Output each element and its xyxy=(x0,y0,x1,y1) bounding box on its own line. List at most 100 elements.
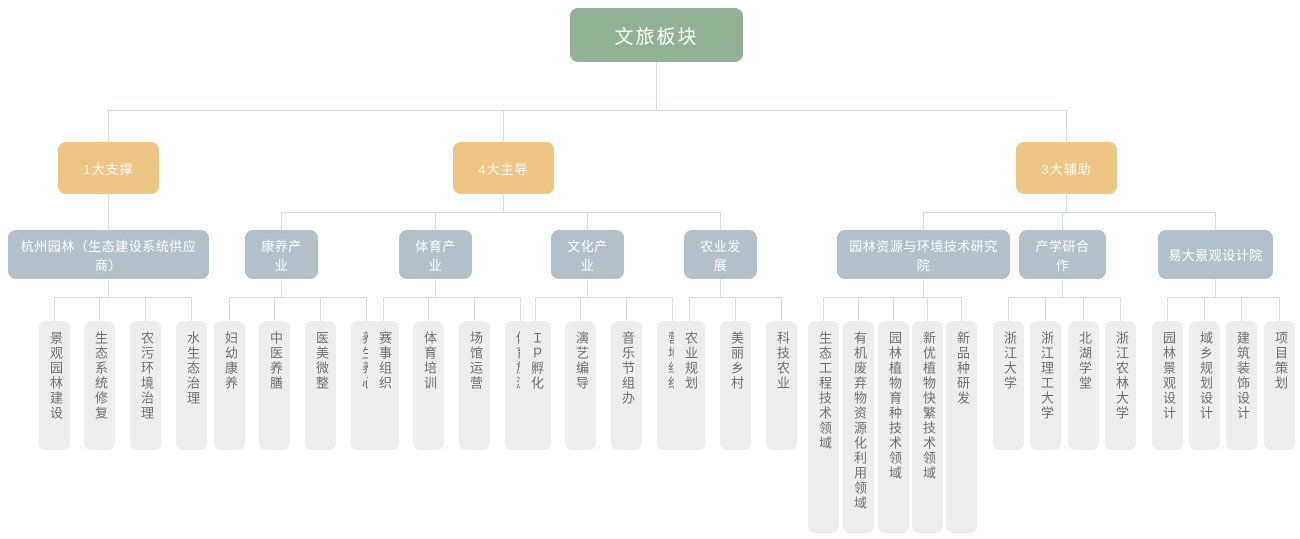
connector-cxy-stem xyxy=(1062,279,1063,297)
connector-ny-drop-2 xyxy=(735,297,736,321)
connector-ty-drop-2 xyxy=(428,297,429,321)
leaf-youji-feiqiwu-ziyuanhua[interactable]: 有机废弃物资源化利用领域 xyxy=(843,321,874,533)
connector-ky-stem xyxy=(281,279,282,297)
connector-yl-bus xyxy=(823,297,961,298)
connector-cxy-drop-3 xyxy=(1083,297,1084,321)
connector-level2-drop-2 xyxy=(503,110,504,142)
leaf-zhejiang-ligong-daxue[interactable]: 浙江理工大学 xyxy=(1030,321,1061,450)
connector-ty-drop-3 xyxy=(474,297,475,321)
connector-yl-drop-5 xyxy=(961,297,962,321)
connector-level2-bus xyxy=(108,110,1066,111)
connector-wh-bus xyxy=(535,297,672,298)
connector-wh-stem xyxy=(587,279,588,297)
connector-g2-bus xyxy=(281,212,720,213)
connector-yl-drop-1 xyxy=(823,297,824,321)
leaf-yuanlin-jingguan-sheji[interactable]: 园林景观设计 xyxy=(1152,321,1183,450)
connector-cxy-drop-1 xyxy=(1008,297,1009,321)
connector-ty-drop-4 xyxy=(520,297,521,321)
leaf-shengtai-xitong-xiufu[interactable]: 生态系统修复 xyxy=(84,321,115,450)
connector-cxy-drop-2 xyxy=(1045,297,1046,321)
connector-yd-drop-3 xyxy=(1241,297,1242,321)
connector-g2-drop-1 xyxy=(281,212,282,230)
node-level2-4da-zhudao[interactable]: 4大主导 xyxy=(453,142,554,194)
node-level3-nongye-fazhan[interactable]: 农业发展 xyxy=(684,230,757,279)
connector-wh-drop-4 xyxy=(672,297,673,321)
connector-g2-stem xyxy=(503,194,504,212)
connector-g3-drop-3 xyxy=(1215,212,1216,230)
leaf-xiangmu-cehua[interactable]: 项目策划 xyxy=(1264,321,1295,450)
connector-yd-drop-2 xyxy=(1204,297,1205,321)
leaf-changguan-yunying[interactable]: 场馆运营 xyxy=(459,321,490,450)
connector-g1-stem xyxy=(108,194,109,230)
leaf-yuxiang-guihua-sheji[interactable]: 域乡规划设计 xyxy=(1189,321,1220,450)
node-level2-1da-zhicheng[interactable]: 1大支撑 xyxy=(58,142,159,194)
connector-ty-stem xyxy=(435,279,436,297)
leaf-tiyu-peixun[interactable]: 体育培训 xyxy=(413,321,444,450)
connector-hz-drop-3 xyxy=(145,297,146,321)
leaf-shui-shengtai-zhili[interactable]: 水生态治理 xyxy=(176,321,207,450)
leaf-jingguan-yuanlin-jianshe[interactable]: 景观园林建设 xyxy=(39,321,70,450)
leaf-nongwu-huanjing-zhili[interactable]: 农污环境治理 xyxy=(130,321,161,450)
connector-yl-drop-4 xyxy=(927,297,928,321)
connector-g3-bus xyxy=(923,212,1215,213)
connector-yd-stem xyxy=(1215,279,1216,297)
connector-ny-stem xyxy=(720,279,721,297)
connector-ny-drop-3 xyxy=(781,297,782,321)
connector-yd-drop-1 xyxy=(1167,297,1168,321)
node-level3-yida-sheji-yuan[interactable]: 易大景观设计院 xyxy=(1158,230,1273,279)
connector-hz-drop-2 xyxy=(99,297,100,321)
node-level3-wenhua-chanye[interactable]: 文化产业 xyxy=(551,230,624,279)
node-root-wenlv[interactable]: 文旅板块 xyxy=(570,8,743,62)
connector-level2-drop-3 xyxy=(1066,110,1067,142)
leaf-zhongyi-yangshan[interactable]: 中医养膳 xyxy=(259,321,290,450)
node-level3-kangyang-chanye[interactable]: 康养产业 xyxy=(245,230,318,279)
connector-cxy-drop-4 xyxy=(1120,297,1121,321)
connector-ty-drop-1 xyxy=(383,297,384,321)
leaf-saishi-zuzhi[interactable]: 赛事组织 xyxy=(368,321,399,450)
connector-wh-drop-3 xyxy=(626,297,627,321)
node-level2-3da-fuzhu[interactable]: 3大辅助 xyxy=(1016,142,1117,194)
connector-yl-drop-3 xyxy=(893,297,894,321)
connector-ny-drop-1 xyxy=(689,297,690,321)
leaf-fuyou-kangyang[interactable]: 妇幼康养 xyxy=(214,321,245,450)
connector-ky-drop-3 xyxy=(320,297,321,321)
connector-g3-drop-1 xyxy=(923,212,924,230)
leaf-yanyi-biandao[interactable]: 演艺编导 xyxy=(565,321,596,450)
connector-g3-drop-2 xyxy=(1062,212,1063,230)
connector-hz-drop-1 xyxy=(54,297,55,321)
leaf-xinpinzhong-yanfa[interactable]: 新品种研发 xyxy=(946,321,977,533)
connector-ty-bus xyxy=(383,297,520,298)
connector-g2-drop-2 xyxy=(435,212,436,230)
node-level3-chanxueyan-hezuo[interactable]: 产学研合作 xyxy=(1019,230,1106,279)
leaf-jianzhu-zhuangshi-sheji[interactable]: 建筑装饰设计 xyxy=(1226,321,1257,450)
leaf-keji-nongye[interactable]: 科技农业 xyxy=(766,321,797,450)
leaf-zhejiang-nonglin-daxue[interactable]: 浙江农林大学 xyxy=(1105,321,1136,450)
connector-hz-drop-4 xyxy=(191,297,192,321)
connector-ky-drop-1 xyxy=(229,297,230,321)
leaf-shengtai-gongcheng-jishu[interactable]: 生态工程技术领域 xyxy=(808,321,839,533)
leaf-zhejiang-daxue[interactable]: 浙江大学 xyxy=(993,321,1024,450)
leaf-xinyou-zhiwu-kuaifan[interactable]: 新优植物快繁技术领域 xyxy=(912,321,943,533)
leaf-ip-fuhua[interactable]: Ｉｐ孵化 xyxy=(520,321,551,450)
leaf-meili-xiangcun[interactable]: 美丽乡村 xyxy=(720,321,751,450)
leaf-yimei-weizheng[interactable]: 医美微整 xyxy=(305,321,336,450)
connector-ky-drop-4 xyxy=(366,297,367,321)
connector-g2-drop-3 xyxy=(587,212,588,230)
node-level3-yuanlin-yanjiuyuan[interactable]: 园林资源与环境技术研究院 xyxy=(837,230,1010,279)
leaf-nongye-guihua[interactable]: 农业规划 xyxy=(674,321,705,450)
leaf-yinyuejie-zuban[interactable]: 音乐节组办 xyxy=(611,321,642,450)
connector-wh-drop-1 xyxy=(535,297,536,321)
connector-hz-stem xyxy=(108,279,109,297)
connector-root-stem xyxy=(656,62,657,110)
node-level3-hangzhou-yuanlin[interactable]: 杭州园林（生态建设系统供应商） xyxy=(8,230,209,279)
connector-yd-drop-4 xyxy=(1279,297,1280,321)
leaf-beihu-xuetang[interactable]: 北湖学堂 xyxy=(1068,321,1099,450)
connector-yl-stem xyxy=(923,279,924,297)
connector-g3-stem xyxy=(1066,194,1067,212)
node-level3-tiyu-chanye[interactable]: 体育产业 xyxy=(399,230,472,279)
connector-ky-drop-2 xyxy=(274,297,275,321)
connector-level2-drop-1 xyxy=(108,110,109,142)
connector-yd-bus xyxy=(1167,297,1279,298)
leaf-yuanlin-zhiwu-yuzhong[interactable]: 园林植物育种技术领域 xyxy=(878,321,909,533)
